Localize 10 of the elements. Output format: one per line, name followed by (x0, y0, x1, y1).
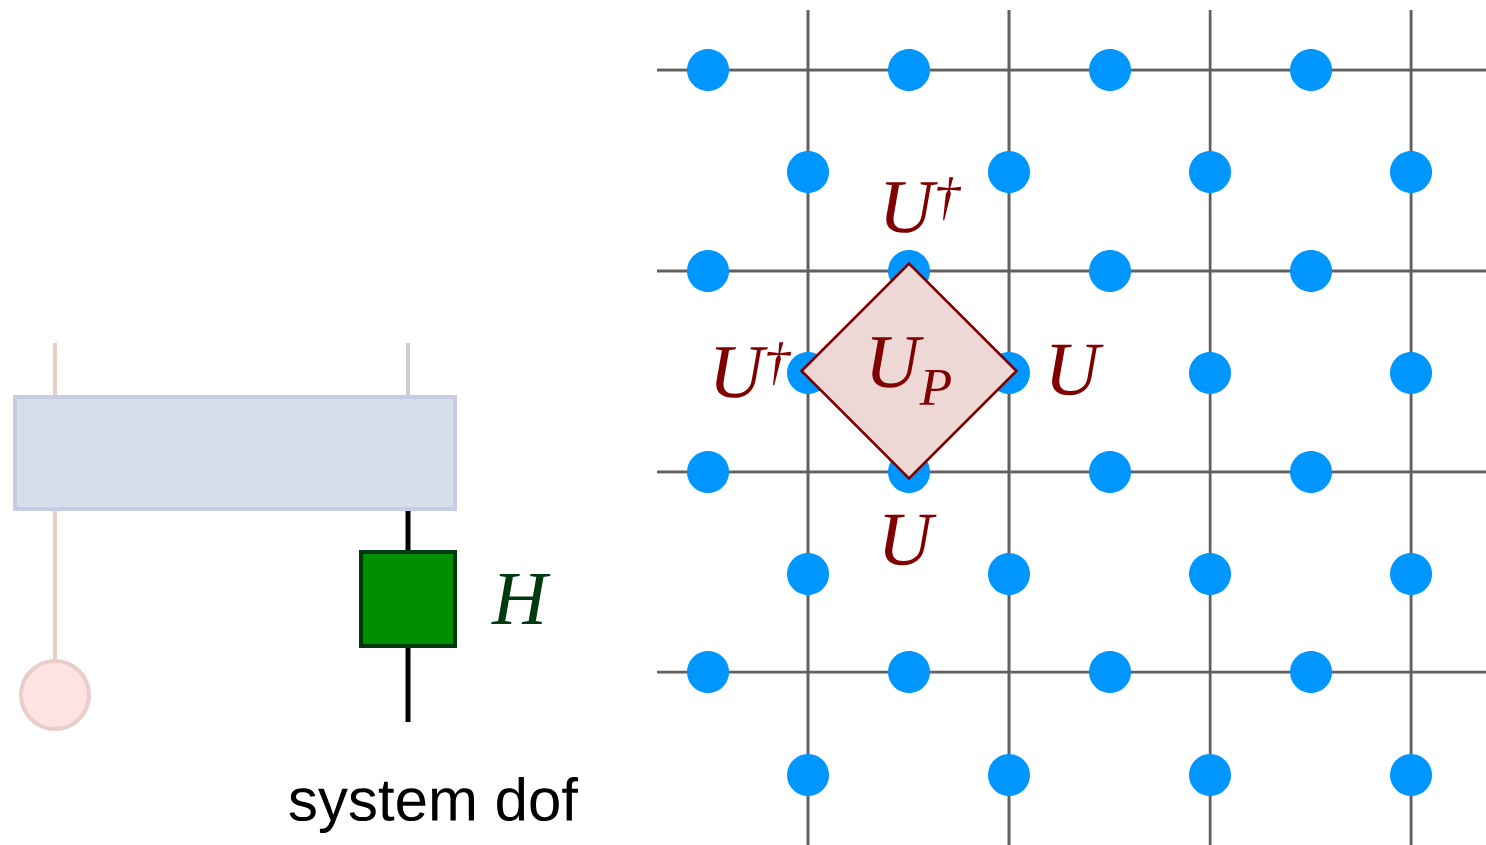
leg-line (405, 648, 411, 722)
caption-text: system dof (289, 777, 579, 833)
circle-node (19, 659, 91, 731)
leg-line (53, 343, 57, 395)
operator-label: H (491, 574, 551, 624)
square-box (359, 550, 457, 648)
leg-line (406, 343, 410, 395)
leg-line (405, 511, 411, 550)
tensor-box (13, 395, 457, 511)
leg-line (53, 511, 57, 659)
